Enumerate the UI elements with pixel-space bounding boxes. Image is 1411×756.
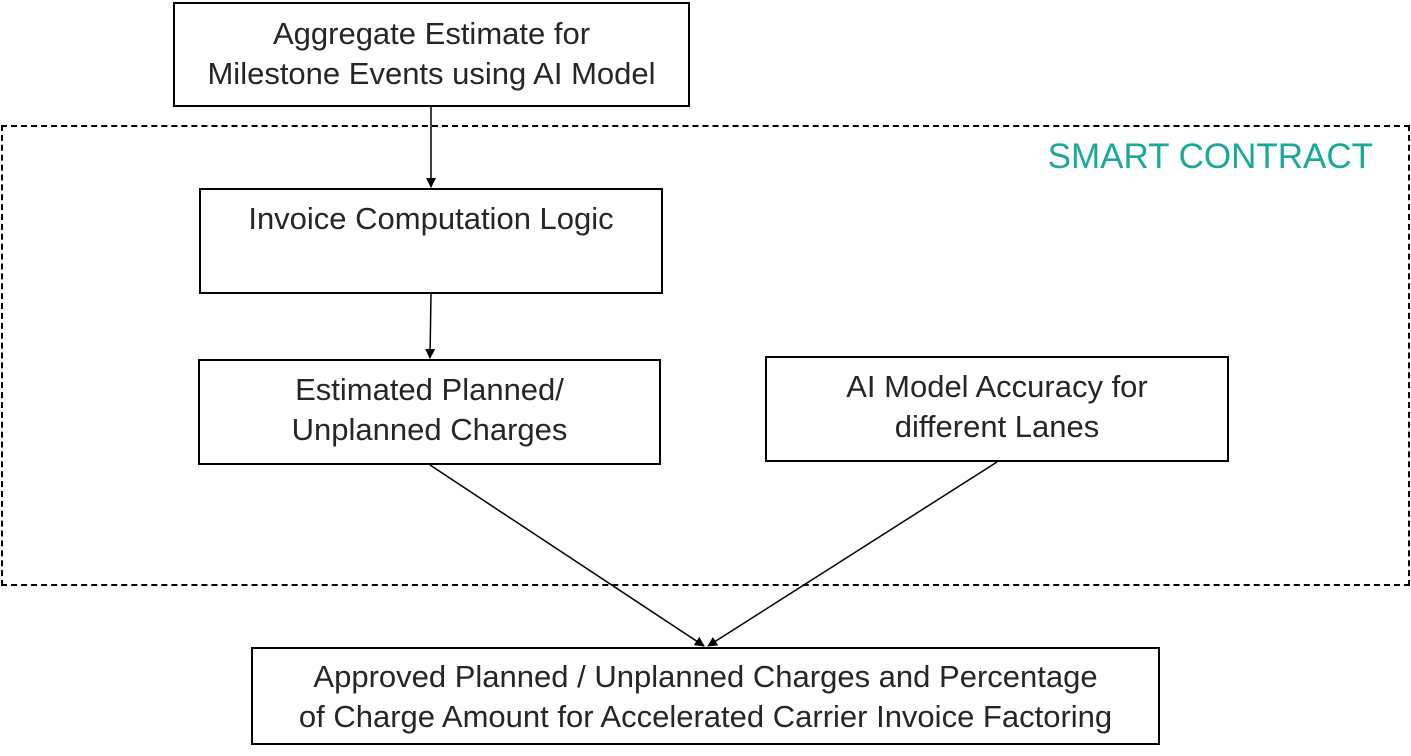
box-text-line: Approved Planned / Unplanned Charges and… <box>313 659 1098 694</box>
approved-charges-box: Approved Planned / Unplanned Charges and… <box>251 647 1160 745</box>
arrow-invoice-to-estimated <box>425 293 436 359</box>
arrow-accuracy-to-approved <box>707 461 998 647</box>
estimated-charges-box: Estimated Planned/ Unplanned Charges <box>198 359 661 465</box>
box-text-line: different Lanes <box>894 409 1100 444</box>
box-text-line: Invoice Computation Logic <box>248 201 614 236</box>
box-text-line: AI Model Accuracy for <box>846 369 1148 404</box>
invoice-computation-logic-box: Invoice Computation Logic <box>199 188 663 294</box>
box-text-line: of Charge Amount for Accelerated Carrier… <box>298 699 1113 734</box>
ai-model-accuracy-box: AI Model Accuracy for different Lanes <box>765 356 1229 462</box>
smart-contract-region <box>1 125 1410 586</box>
smart-contract-label: SMART CONTRACT <box>1047 137 1373 176</box>
arrow-estimated-to-approved <box>429 464 705 647</box>
box-text-line: Unplanned Charges <box>291 412 568 447</box>
box-text-line: Milestone Events using AI Model <box>207 56 656 91</box>
box-text-line: Aggregate Estimate for <box>272 16 591 51</box>
box-text-line: Estimated Planned/ <box>295 372 564 407</box>
aggregate-estimate-box: Aggregate Estimate for Milestone Events … <box>173 2 690 107</box>
